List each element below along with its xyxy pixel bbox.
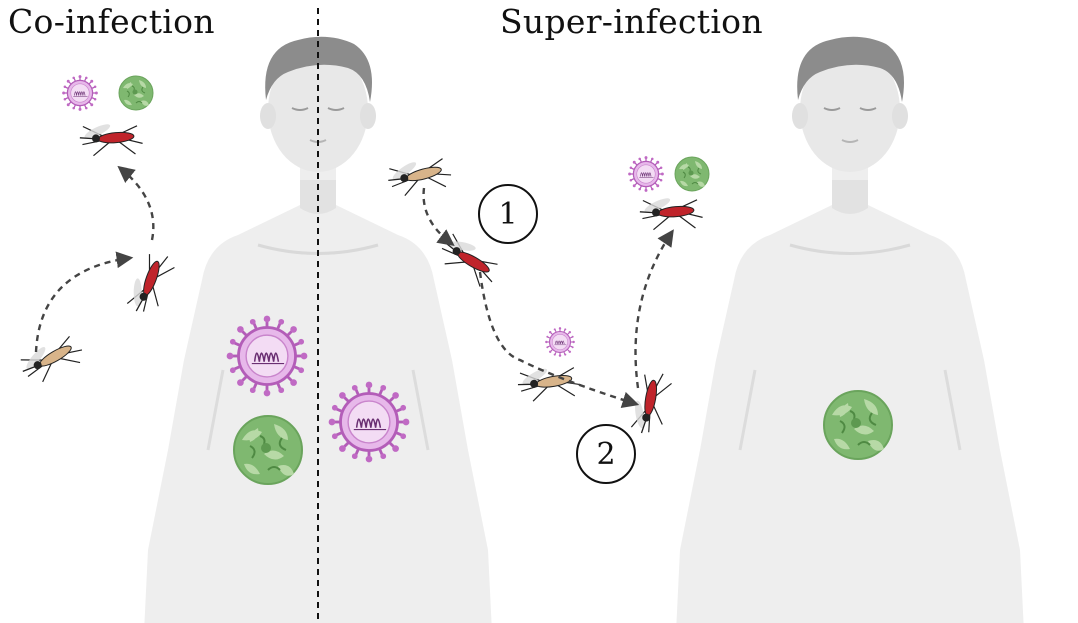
parasite-icon	[675, 157, 709, 191]
dashed-arrow	[36, 258, 130, 352]
human-figure-right	[675, 37, 1025, 623]
dashed-arrow	[424, 188, 452, 244]
title-super-infection: Super-infection	[500, 2, 763, 41]
mosquito-icon	[639, 193, 704, 233]
mosquito-icon	[385, 151, 454, 200]
virus-icon	[329, 382, 410, 463]
step-1-badge: 1	[478, 184, 538, 244]
parasite-icon	[824, 391, 892, 459]
virus-icon	[545, 327, 575, 357]
parasite-icon	[119, 76, 153, 110]
mosquito-icon	[16, 329, 87, 390]
mosquito-icon	[124, 248, 178, 318]
title-co-infection: Co-infection	[8, 2, 215, 41]
virus-icon	[227, 316, 308, 397]
dashed-arrow	[636, 232, 672, 388]
virus-icon	[628, 156, 664, 192]
step-2-badge: 2	[576, 424, 636, 484]
dashed-arrow	[120, 168, 153, 240]
parasite-icon	[234, 416, 302, 484]
mosquito-icon	[79, 119, 144, 159]
virus-icon	[62, 75, 98, 111]
